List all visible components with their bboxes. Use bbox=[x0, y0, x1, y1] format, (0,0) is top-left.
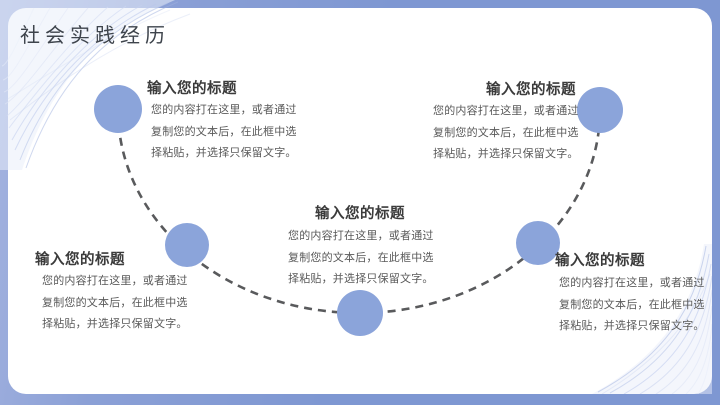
process-node-circle-5 bbox=[577, 87, 623, 133]
page-title: 社会实践经历 bbox=[20, 25, 170, 47]
node-4-body: 您的内容打在这里，或者通过复制您的文本后，在此框中选择粘贴，并选择只保留文字。 bbox=[433, 105, 579, 160]
node-2-title: 输入您的标题 bbox=[35, 252, 125, 268]
node-4-title: 输入您的标题 bbox=[486, 82, 576, 98]
process-node-circle-1 bbox=[94, 85, 142, 133]
node-5-body: 您的内容打在这里，或者通过复制您的文本后，在此框中选择粘贴，并选择只保留文字。 bbox=[559, 277, 705, 332]
process-node-circle-4 bbox=[516, 221, 560, 265]
node-3-title: 输入您的标题 bbox=[315, 206, 405, 222]
node-3-body: 您的内容打在这里，或者通过复制您的文本后，在此框中选择粘贴，并选择只保留文字。 bbox=[288, 230, 434, 285]
process-node-circle-2 bbox=[165, 223, 209, 267]
node-5-title: 输入您的标题 bbox=[555, 253, 645, 269]
node-2-body: 您的内容打在这里，或者通过复制您的文本后，在此框中选择粘贴，并选择只保留文字。 bbox=[42, 275, 188, 330]
process-node-circle-3 bbox=[337, 290, 383, 336]
node-1-body: 您的内容打在这里，或者通过复制您的文本后，在此框中选择粘贴，并选择只保留文字。 bbox=[151, 104, 297, 159]
node-1-title: 输入您的标题 bbox=[147, 81, 237, 97]
